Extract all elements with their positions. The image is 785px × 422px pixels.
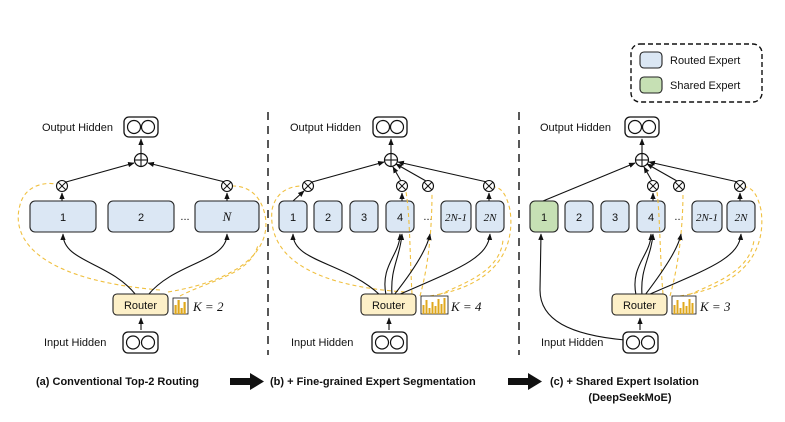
panel-c-expert-2n-1 <box>691 200 723 233</box>
caption-b: (b) + Fine-grained Expert Segmentation <box>270 376 476 388</box>
panel-c-router <box>611 293 668 316</box>
legend-shared-label: Shared Expert <box>670 80 740 92</box>
panel-b-ellipsis: ... <box>423 211 432 223</box>
panel-b-router <box>360 293 417 316</box>
panel-b-expert-3-label: 3 <box>361 212 367 224</box>
panel-b-expert-1-label: 1 <box>290 212 296 224</box>
panel-c-expert-2n <box>726 200 756 233</box>
panel-b-expert-3 <box>349 200 379 233</box>
panel-b-gates <box>301 179 496 193</box>
panel-b-input-hidden <box>371 331 408 354</box>
panel-c-input-hidden <box>622 331 659 354</box>
panel-c-expert-3-label: 3 <box>612 212 618 224</box>
panel-b-expert-2 <box>313 200 343 233</box>
legend: Routed Expert Shared Expert <box>630 43 763 103</box>
panel-c-gates <box>646 179 747 193</box>
panel-a-k-label: K = 2 <box>192 299 224 314</box>
panel-b-expert-4-label: 4 <box>397 212 403 224</box>
panel-c-expert-2 <box>564 200 594 233</box>
panel-a-router-label: Router <box>124 300 157 312</box>
panel-a-expert-n <box>194 200 260 233</box>
panel-c-score-bars-icon <box>671 295 697 315</box>
panel-a-ellipsis: ... <box>180 211 189 223</box>
panel-b: Output Hidden 1 <box>271 116 512 354</box>
panel-c-expert-4-label: 4 <box>648 212 654 224</box>
panel-c-expert-1-label: 1 <box>541 212 547 224</box>
panel-c-shared-expert-1 <box>529 200 559 233</box>
panel-b-sum-node <box>383 152 399 168</box>
panel-a-expert-2-label: 2 <box>138 212 144 224</box>
legend-routed-label: Routed Expert <box>670 55 740 67</box>
panel-a-score-bars-icon <box>172 297 189 315</box>
panel-b-expert-2-label: 2 <box>325 212 331 224</box>
caption-c-sub: (DeepSeekMoE) <box>588 392 671 404</box>
panel-b-expert-2n <box>475 200 505 233</box>
panel-c: Output Hidden 1 2 3 <box>529 116 763 354</box>
panel-a-output-hidden <box>123 116 159 138</box>
panel-c-router-label: Router <box>623 300 656 312</box>
panel-b-expert-4 <box>385 200 415 233</box>
caption-arrow-1 <box>230 373 264 390</box>
panel-a-input-hidden <box>122 331 159 354</box>
panel-a-input-label: Input Hidden <box>44 337 106 349</box>
panel-c-ellipsis: ... <box>674 211 683 223</box>
panel-c-k-label: K = 3 <box>699 299 731 314</box>
legend-frame <box>630 43 763 103</box>
panel-c-output-label: Output Hidden <box>540 122 611 134</box>
panel-a-gate-1 <box>55 179 69 193</box>
panel-a-expert-1 <box>29 200 97 233</box>
panel-b-expert-2n-label: 2N <box>484 212 498 224</box>
panel-a-gate-n <box>220 179 234 193</box>
panel-b-expert-1 <box>278 200 308 233</box>
caption-a: (a) Conventional Top-2 Routing <box>36 376 199 388</box>
panel-b-output-hidden <box>372 116 408 138</box>
panel-a-output-label: Output Hidden <box>42 122 113 134</box>
caption-arrow-2 <box>508 373 542 390</box>
panel-a-expert-2 <box>107 200 175 233</box>
panel-a-expert-1-label: 1 <box>60 212 66 224</box>
panel-a: Output Hidden 1 2 . <box>17 116 267 354</box>
routed-expert-swatch <box>639 51 663 69</box>
panel-c-expert-2n-1-label: 2N-1 <box>696 212 718 224</box>
caption-c: (c) + Shared Expert Isolation <box>550 376 699 388</box>
panel-b-input-label: Input Hidden <box>291 337 353 349</box>
panel-c-expert-2n-label: 2N <box>735 212 749 224</box>
panel-b-expert-2n-1-label: 2N-1 <box>445 212 467 224</box>
panel-b-expert-2n-1 <box>440 200 472 233</box>
panel-c-expert-2-label: 2 <box>576 212 582 224</box>
panel-c-expert-3 <box>600 200 630 233</box>
panel-c-output-hidden <box>624 116 660 138</box>
panel-b-score-bars-icon <box>420 295 449 315</box>
panel-a-expert-n-label: N <box>222 209 233 224</box>
panel-b-k-label: K = 4 <box>450 299 482 314</box>
panel-a-sum-node <box>133 152 149 168</box>
panel-c-sum-node <box>634 152 650 168</box>
shared-expert-swatch <box>639 76 663 94</box>
panel-c-input-label: Input Hidden <box>541 337 603 349</box>
panel-b-router-label: Router <box>372 300 405 312</box>
panel-b-output-label: Output Hidden <box>290 122 361 134</box>
panel-a-router <box>112 293 169 316</box>
